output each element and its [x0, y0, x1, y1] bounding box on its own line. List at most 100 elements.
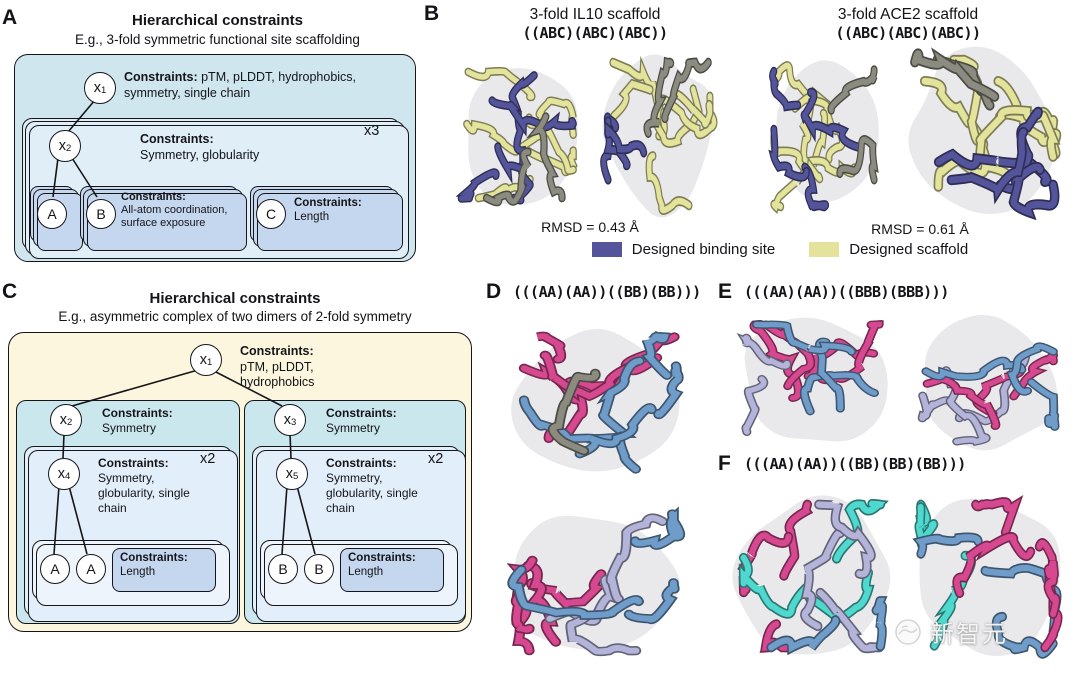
panel-c-x5-constraints: Constraints: Symmetry, globularity, sing… [326, 456, 426, 516]
constraints-title: Constraints: [102, 406, 173, 420]
node-a-x1-sub: 1 [100, 85, 107, 97]
constraints-body: Length [294, 210, 330, 223]
node-a-leaf-a-label: A [47, 206, 57, 222]
node-c-leaf-b1: B [268, 554, 298, 584]
protein-structure-il10-side-view [592, 40, 726, 228]
constraints-title: Constraints: [124, 70, 198, 84]
constraints-title: Constraints: [121, 191, 186, 203]
node-c-leaf-a2: A [76, 554, 106, 584]
color-legend: Designed binding site Designed scaffold [500, 241, 1060, 258]
node-c-leaf-b2: B [304, 554, 334, 584]
panel-a-b-constraints: Constraints: All-atom coordination, surf… [121, 191, 233, 231]
panel-a-letter: A [2, 6, 18, 29]
constraints-title: Constraints: [98, 456, 169, 470]
panel-c-right-length-box [340, 548, 444, 592]
node-a-leaf-b: B [86, 199, 116, 229]
panel-b-group2-formula: ((ABC)(ABC)(ABC)) [835, 24, 981, 42]
node-c-x4-sub: 4 [64, 471, 71, 483]
panel-c-subtitle: E.g., asymmetric complex of two dimers o… [58, 309, 412, 324]
panel-b-group1-formula: ((ABC)(ABC)(ABC)) [522, 24, 668, 42]
protein-structure-e-left [726, 306, 900, 460]
protein-structure-ace2-side-view [893, 36, 1075, 236]
node-a-leaf-a: A [37, 199, 67, 229]
panel-d-formula: (((AA)(AA))((BB)(BB))) [513, 283, 701, 301]
panel-c-x4-constraints: Constraints: Symmetry, globularity, sing… [98, 456, 198, 516]
panel-c-letter: C [2, 280, 18, 303]
constraints-title: Constraints: [326, 456, 397, 470]
constraints-body: All-atom coordination, surface exposure [121, 204, 228, 230]
watermark-text: 新智元 [930, 621, 1008, 648]
node-c-x3-sub: 3 [290, 417, 297, 429]
node-c-x2-sub: 2 [66, 417, 73, 429]
node-a-x2-sub: 2 [65, 143, 72, 155]
binding-site-swatch [591, 242, 622, 257]
panel-b-group2-title: 3-fold ACE2 scaffold [837, 6, 979, 23]
scaffold-legend-label: Designed scaffold [849, 241, 969, 258]
node-c-x2-label: x [59, 412, 67, 428]
panel-d-letter: D [486, 280, 502, 303]
constraints-body: Symmetry [102, 421, 156, 435]
constraints-body: Symmetry, globularity, single chain [98, 471, 190, 515]
panel-c-right-multiplier: x2 [428, 451, 444, 467]
node-a-x2-label: x [58, 138, 66, 154]
protein-structure-e-right [902, 306, 1074, 460]
constraints-title: Constraints: [240, 344, 314, 358]
constraints-body: Symmetry, globularity, single chain [326, 471, 418, 515]
constraints-body: pTM, pLDDT, hydrophobics, symmetry, sing… [124, 70, 357, 100]
node-c-leaf-a1-label: A [50, 561, 60, 577]
panel-c-left-multiplier: x2 [200, 451, 216, 467]
panel-a-title: Hierarchical constraints [132, 12, 303, 29]
constraints-title: Constraints: [140, 132, 214, 146]
panel-a-mid-constraints: Constraints: Symmetry, globularity [140, 132, 320, 163]
node-c-x3-label: x [283, 412, 291, 428]
panel-a-root-constraints: Constraints: pTM, pLDDT, hydrophobics, s… [124, 70, 396, 101]
constraints-body: pTM, pLDDT, hydrophobics [240, 359, 315, 390]
protein-structure-d-bottom [494, 494, 698, 672]
node-a-leaf-c: C [256, 199, 286, 229]
panel-a-subtitle: E.g., 3-fold symmetric functional site s… [75, 32, 360, 47]
panel-c-root-constraints: Constraints: pTM, pLDDT, hydrophobics [240, 344, 360, 391]
panel-a-multiplier: x3 [364, 123, 380, 139]
constraints-title: Constraints: [120, 552, 188, 564]
node-c-x1-sub: 1 [206, 357, 213, 369]
panel-c-title: Hierarchical constraints [149, 290, 321, 307]
rmsd-ace2: RMSD = 0.61 Å [871, 221, 969, 237]
panel-c-x2-constraints: Constraints: Symmetry [102, 406, 202, 436]
panel-b-letter: B [424, 2, 440, 25]
protein-structure-f-left [722, 482, 902, 670]
panel-c-x3-constraints: Constraints: Symmetry [326, 406, 426, 436]
panel-e-formula: (((AA)(AA))((BBB)(BBB))) [744, 283, 949, 301]
rmsd-il10: RMSD = 0.43 Å [541, 219, 639, 235]
binding-site-legend-label: Designed binding site [631, 241, 776, 258]
protein-structure-f-right [900, 482, 1074, 670]
constraints-title: Constraints: [348, 552, 416, 564]
scaffold-swatch [809, 242, 840, 257]
node-c-leaf-b2-label: B [314, 561, 324, 577]
panel-c-right-length-constraints: Constraints: Length [348, 552, 438, 580]
node-a-leaf-b-label: B [96, 206, 106, 222]
panel-f-formula: (((AA)(AA))((BB)(BB)(BB))) [744, 455, 966, 473]
constraints-title: Constraints: [294, 197, 362, 209]
node-c-leaf-a1: A [40, 554, 70, 584]
constraints-title: Constraints: [326, 406, 397, 420]
node-a-x1-label: x [93, 80, 101, 96]
panel-e-letter: E [718, 280, 733, 303]
constraints-body: Length [348, 565, 384, 578]
watermark: 新智元 [893, 614, 1008, 649]
constraints-body: Length [120, 565, 156, 578]
constraints-body: Symmetry [326, 421, 380, 435]
panel-c-left-length-box [112, 548, 216, 592]
node-c-leaf-a2-label: A [86, 561, 96, 577]
protein-structure-il10-top-view [450, 52, 590, 218]
panel-c-left-length-constraints: Constraints: Length [120, 552, 210, 580]
protein-structure-ace2-top-view [758, 50, 890, 228]
node-c-x1-label: x [199, 352, 207, 368]
node-c-leaf-b1-label: B [278, 561, 288, 577]
node-c-x5-sub: 5 [292, 471, 299, 483]
